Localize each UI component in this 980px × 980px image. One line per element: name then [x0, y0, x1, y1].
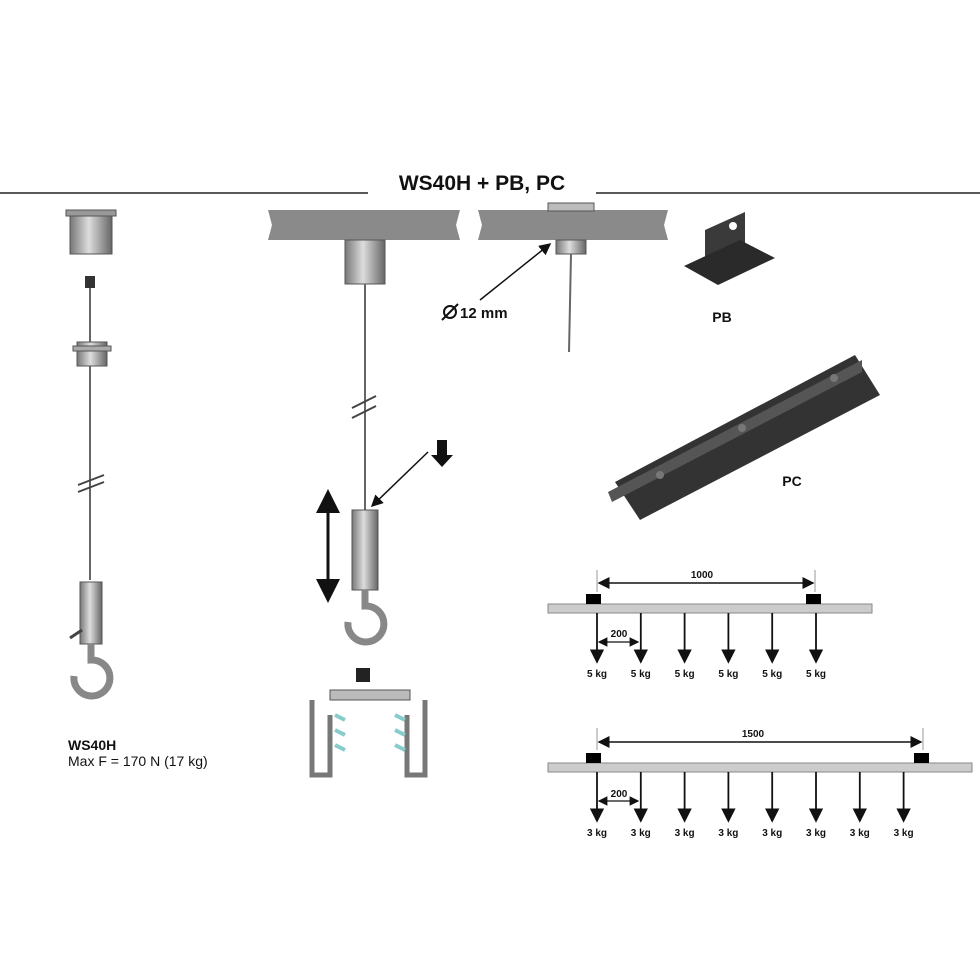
cable-diameter-label: 12 mm	[460, 305, 508, 322]
load-diagram-1500	[547, 728, 973, 823]
load-label: 3 kg	[631, 828, 651, 839]
load-label: 3 kg	[762, 828, 782, 839]
load-label: 3 kg	[718, 828, 738, 839]
pb-bracket-illustration	[684, 212, 775, 285]
load-label: 5 kg	[675, 669, 695, 680]
load-label: 3 kg	[806, 828, 826, 839]
load-label: 5 kg	[718, 669, 738, 680]
span-label-1000: 1000	[691, 570, 714, 581]
load-diagram-1000	[547, 570, 873, 664]
load-label: 5 kg	[806, 669, 826, 680]
product-name: WS40H	[68, 737, 116, 753]
pb-label: PB	[712, 309, 731, 325]
spacing-label-1: 200	[611, 629, 628, 640]
ws40h-kit-illustration	[65, 209, 117, 700]
page-title: WS40H + PB, PC	[399, 172, 565, 195]
load-label: 3 kg	[894, 828, 914, 839]
span-label-1500: 1500	[742, 729, 765, 740]
load-label: 3 kg	[587, 828, 607, 839]
ceiling-mount-illustration	[268, 210, 460, 778]
load-label: 3 kg	[850, 828, 870, 839]
pc-label: PC	[782, 473, 801, 489]
max-force-label: Max F = 170 N (17 kg)	[68, 753, 208, 769]
load-label: 5 kg	[762, 669, 782, 680]
load-label: 5 kg	[631, 669, 651, 680]
cable-entry-illustration	[441, 202, 668, 353]
load-label: 5 kg	[587, 669, 607, 680]
spacing-label-2: 200	[611, 789, 628, 800]
load-label: 3 kg	[675, 828, 695, 839]
pc-rail-illustration	[608, 355, 880, 520]
